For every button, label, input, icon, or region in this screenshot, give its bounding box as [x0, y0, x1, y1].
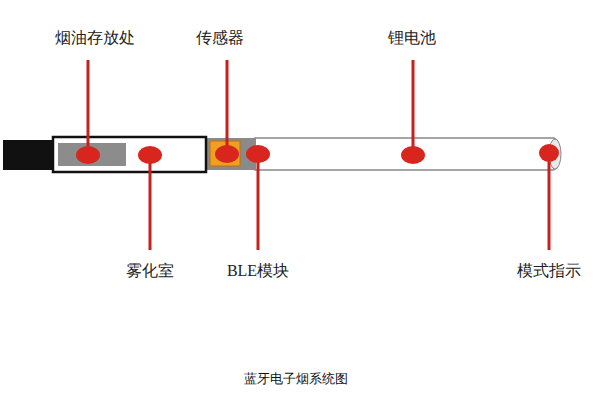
leader-lines	[88, 60, 549, 250]
marker-dot	[401, 146, 425, 164]
marker-dot	[76, 146, 100, 164]
marker-dot	[215, 145, 239, 163]
leader-line	[257, 154, 260, 250]
cartridge	[53, 137, 206, 172]
part-label: BLE模块	[227, 261, 289, 281]
leader-line	[87, 60, 90, 155]
oil-tank	[58, 143, 126, 166]
leader-line	[548, 153, 551, 250]
leader-line	[412, 60, 415, 155]
part-label: 雾化室	[126, 261, 174, 281]
marker-dot	[539, 144, 559, 162]
sensor-chip	[210, 141, 240, 166]
leader-line	[226, 60, 229, 154]
part-label: 锂电池	[388, 28, 436, 48]
caption: 蓝牙电子烟系统图	[244, 369, 348, 389]
marker-dot	[138, 146, 162, 164]
part-label: 模式指示	[517, 261, 581, 281]
marker-dots	[76, 144, 559, 164]
part-label: 传感器	[196, 28, 244, 48]
leader-line	[149, 155, 152, 250]
part-label: 烟油存放处	[55, 28, 135, 48]
marker-dot	[246, 145, 270, 163]
battery-tube	[255, 138, 560, 170]
mouthpiece	[3, 140, 55, 170]
